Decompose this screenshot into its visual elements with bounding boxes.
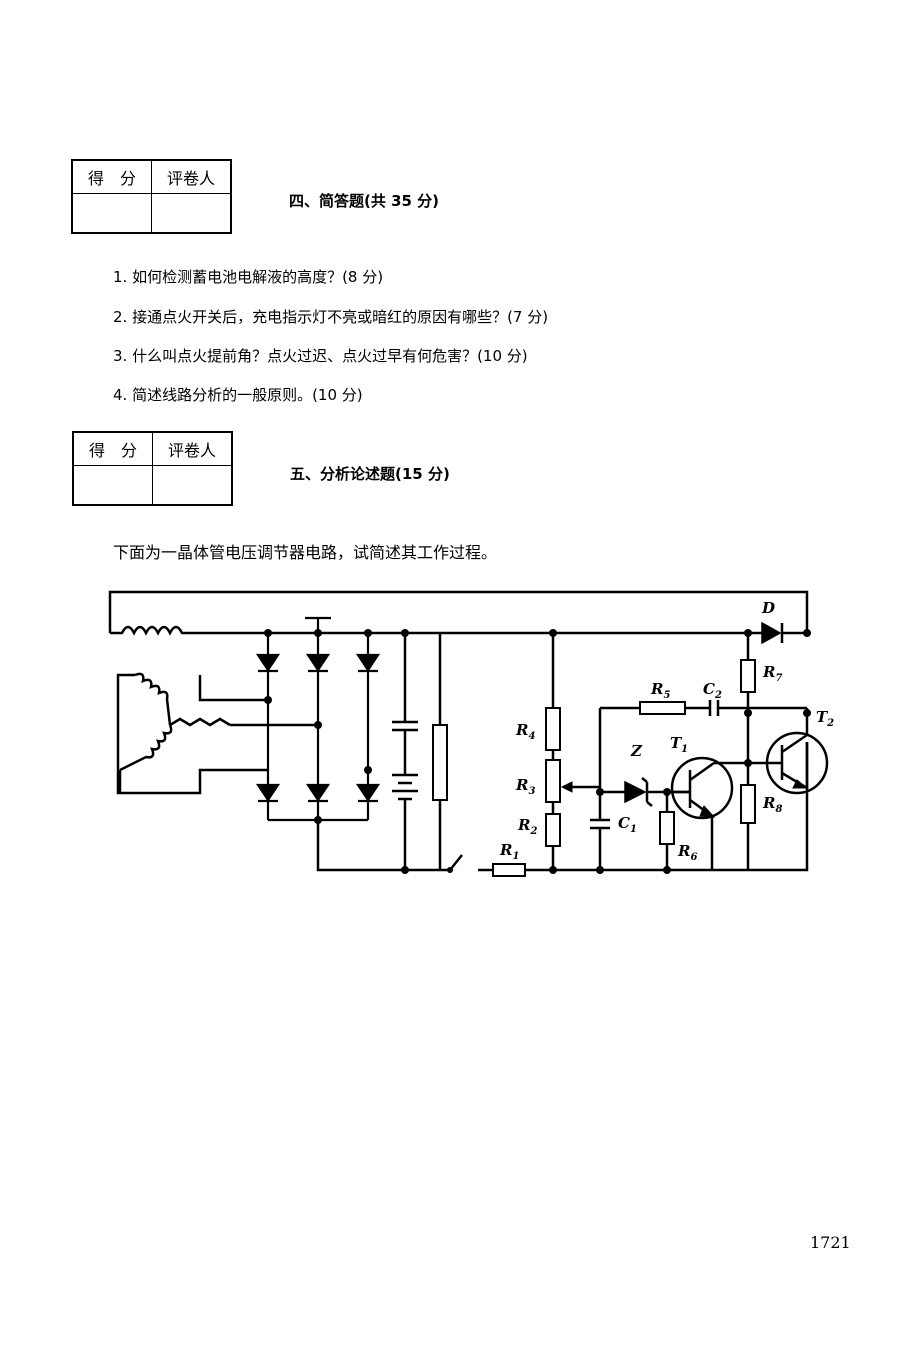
resistor-R5 — [639, 701, 686, 715]
diode-D — [748, 621, 807, 645]
section4-title: 四、简答题(共 35 分) — [289, 192, 440, 210]
label-R4: R4 — [515, 721, 535, 742]
capacitor-C1 — [590, 708, 610, 870]
junction-dots — [264, 629, 811, 874]
score-cell[interactable] — [71, 193, 152, 234]
score-label: 得 分 — [72, 431, 153, 466]
transistor-T1 — [659, 756, 748, 870]
label-D: D — [761, 599, 775, 617]
label-C2: C2 — [703, 680, 722, 701]
grader-label: 评卷人 — [152, 431, 233, 466]
resistor-R3 — [545, 759, 561, 803]
score-label: 得 分 — [71, 159, 152, 194]
label-R2: R2 — [517, 816, 537, 837]
label-T2: T2 — [816, 708, 834, 729]
question-3: 3. 什么叫点火提前角？点火过迟、点火过早有何危害？(10 分) — [113, 347, 528, 365]
stator-winding — [116, 672, 320, 795]
grader-label: 评卷人 — [151, 159, 232, 194]
label-R1: R1 — [499, 841, 519, 862]
label-R3: R3 — [515, 776, 535, 797]
score-box-section4: 得 分 评卷人 — [71, 159, 232, 234]
rectifier-bridge — [255, 616, 381, 822]
field-coil — [110, 625, 190, 636]
label-C1: C1 — [618, 814, 637, 835]
outer-loop-wire — [108, 590, 809, 633]
section5-intro: 下面为一晶体管电压调节器电路，试简述其工作过程。 — [113, 543, 498, 562]
page-number: 1721 — [810, 1233, 851, 1252]
question-1: 1. 如何检测蓄电池电解液的高度？(8 分) — [113, 268, 384, 286]
label-R6: R6 — [677, 842, 697, 863]
resistor-R8 — [740, 784, 756, 824]
voltage-divider — [545, 633, 600, 870]
resistor-R4 — [545, 707, 561, 751]
label-R8: R8 — [762, 794, 782, 815]
resistor-R1 — [492, 863, 526, 877]
label-R7: R7 — [762, 663, 782, 684]
resistor-R6 — [659, 811, 675, 845]
load-resistor — [432, 633, 448, 870]
grader-cell[interactable] — [151, 193, 232, 234]
grader-cell[interactable] — [152, 465, 233, 506]
feedback-R5-C2 — [600, 700, 807, 716]
label-R5: R5 — [650, 680, 670, 701]
battery-and-capacitor — [392, 633, 418, 870]
question-2: 2. 接通点火开关后，充电指示灯不亮或暗红的原因有哪些？(7 分) — [113, 308, 549, 326]
resistor-R7 — [740, 659, 756, 693]
question-4: 4. 简述线路分析的一般原则。(10 分) — [113, 386, 363, 404]
component-labels: D R5 C2 R7 T2 R4 Z T1 R3 R8 R2 C1 R6 R1 — [499, 599, 834, 863]
label-T1: T1 — [670, 734, 688, 755]
resistors-R7-R8 — [740, 633, 756, 870]
label-Z: Z — [630, 742, 643, 760]
score-cell[interactable] — [72, 465, 153, 506]
section5-title: 五、分析论述题(15 分) — [290, 465, 450, 483]
negative-bus — [316, 820, 440, 872]
score-box-section5: 得 分 评卷人 — [72, 431, 233, 506]
voltage-regulator-circuit-diagram: D R5 C2 R7 T2 R4 Z T1 R3 R8 R2 C1 R6 R1 — [108, 590, 834, 877]
resistor-R2 — [545, 813, 561, 847]
transistor-T2 — [748, 708, 829, 795]
